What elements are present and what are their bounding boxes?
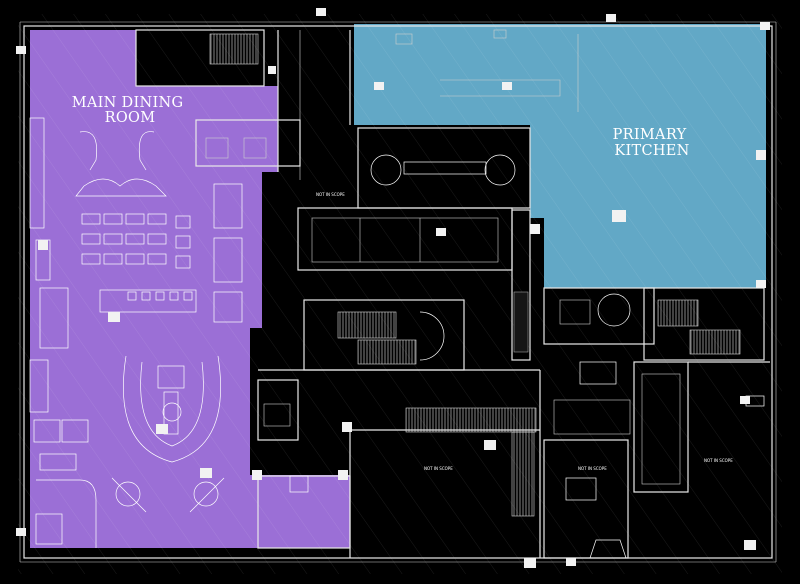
hatch-overlay: [18, 14, 782, 574]
not-in-scope-note: NOT IN SCOPE: [424, 466, 453, 471]
primary-kitchen-label: PRIMARY KITCHEN: [613, 127, 692, 159]
not-in-scope-note: NOT IN SCOPE: [316, 192, 345, 197]
exterior-walls: [19, 21, 777, 563]
main-dining-room-label: MAIN DINING ROOM: [72, 95, 189, 126]
kitchen-fixtures: [395, 29, 579, 112]
lower-fixtures: [257, 361, 765, 549]
columns: [16, 8, 770, 568]
not-in-scope-note: NOT IN SCOPE: [704, 458, 733, 463]
dining-furniture: [29, 117, 243, 548]
not-in-scope-note: NOT IN SCOPE: [578, 466, 607, 471]
interior-walls: [135, 29, 770, 559]
